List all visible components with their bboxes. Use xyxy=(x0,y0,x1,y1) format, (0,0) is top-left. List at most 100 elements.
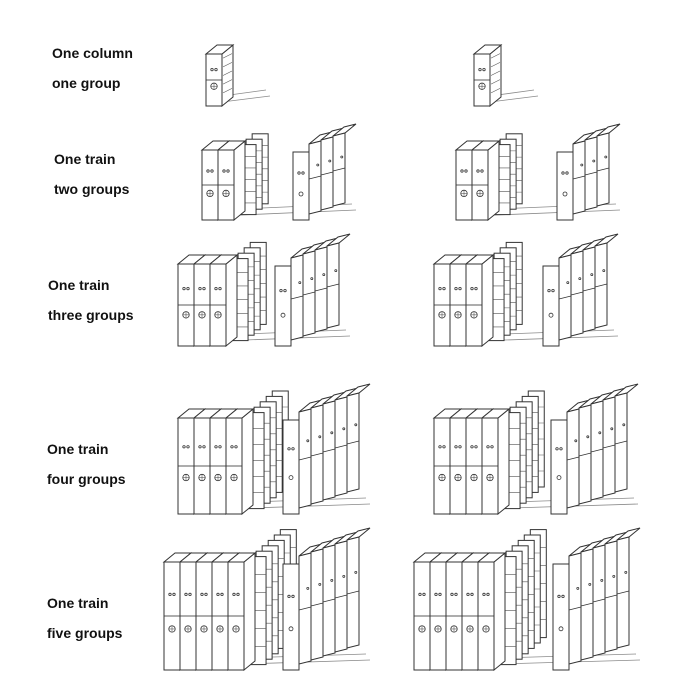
lock-dot xyxy=(210,67,214,72)
lock-dot xyxy=(220,592,224,597)
lock-dot xyxy=(214,286,218,291)
lock-dot xyxy=(342,575,346,578)
lock-dot xyxy=(354,571,358,574)
block-divider xyxy=(572,175,586,180)
lock-dot xyxy=(486,445,490,449)
shelving-unit-row3-right xyxy=(432,233,619,348)
lock-dot xyxy=(438,286,442,291)
row-label-2: One train two groups xyxy=(54,144,129,204)
lock-dot xyxy=(232,592,236,597)
lock-dot xyxy=(188,592,192,597)
block-divider xyxy=(592,598,606,603)
lock-dot xyxy=(600,579,604,582)
lock-dot xyxy=(482,67,486,72)
column-side-panel xyxy=(241,407,254,516)
block-divider xyxy=(582,287,596,292)
lock-dot xyxy=(279,288,283,293)
block-divider xyxy=(566,456,580,461)
lock-dot xyxy=(340,155,344,159)
lock-dot xyxy=(442,445,446,449)
lock-dot xyxy=(222,169,226,173)
shelf-line xyxy=(490,88,501,94)
lock-dot xyxy=(206,169,210,173)
lock-dot xyxy=(622,423,626,427)
lock-dot xyxy=(301,171,305,175)
block-divider xyxy=(346,440,360,445)
block-divider xyxy=(616,590,630,595)
lock-dot xyxy=(291,594,295,599)
lock-dot xyxy=(586,435,590,439)
lock-dot xyxy=(592,159,596,163)
handle-dot xyxy=(280,312,286,318)
lock-dot xyxy=(297,171,301,175)
handle-dot xyxy=(288,475,294,480)
lock-dot xyxy=(590,273,594,276)
lock-dot xyxy=(218,445,222,449)
shelf-line xyxy=(490,70,501,76)
lock-dot xyxy=(216,592,220,597)
lock-dot xyxy=(602,269,606,272)
lock-dot xyxy=(434,592,438,597)
shelf-line xyxy=(222,53,233,59)
row-label-4-line-1: One train xyxy=(47,441,109,457)
handle-dot xyxy=(558,626,564,632)
column-side-panel xyxy=(233,139,246,222)
lock-dot xyxy=(184,592,188,597)
lock-dot xyxy=(202,286,206,291)
block-divider xyxy=(334,594,348,599)
lock-dot xyxy=(588,583,592,586)
lock-dot xyxy=(578,277,582,280)
handle-dot xyxy=(288,626,294,632)
lock-dot xyxy=(200,592,204,597)
lock-dot xyxy=(182,445,186,449)
block-divider xyxy=(290,295,304,300)
block-divider xyxy=(310,452,324,457)
lock-dot xyxy=(490,445,494,449)
lock-dot xyxy=(287,447,291,451)
block-end-panel xyxy=(550,419,568,515)
lock-dot xyxy=(287,594,291,599)
shelving-unit-row4-left xyxy=(176,383,371,516)
lock-dot xyxy=(470,445,474,449)
block-divider xyxy=(578,452,592,457)
lock-dot xyxy=(604,155,608,159)
row-label-5: One train five groups xyxy=(47,588,122,648)
lock-dot xyxy=(306,439,310,443)
block-end-panel xyxy=(282,419,300,515)
column-side-panel xyxy=(481,253,494,348)
lock-dot xyxy=(298,281,302,284)
row-label-1: One column one group xyxy=(52,38,133,98)
lock-dot xyxy=(559,447,563,451)
block-divider xyxy=(322,448,336,453)
lock-dot xyxy=(460,169,464,173)
lock-dot xyxy=(458,445,462,449)
lock-dot xyxy=(574,439,578,443)
lock-dot xyxy=(316,163,320,167)
lock-dot xyxy=(561,171,565,175)
lock-dot xyxy=(464,169,468,173)
handle-dot xyxy=(556,475,562,480)
row-label-1-line-2: one group xyxy=(52,75,121,91)
lock-dot xyxy=(291,447,295,451)
block-divider xyxy=(614,440,628,445)
lock-dot xyxy=(226,169,230,173)
lock-dot xyxy=(482,592,486,597)
row-label-3-line-1: One train xyxy=(48,277,110,293)
handle-dot xyxy=(548,312,554,318)
block-divider xyxy=(320,171,334,176)
lock-dot xyxy=(470,592,474,597)
lock-dot xyxy=(334,269,338,272)
block-divider xyxy=(310,602,324,607)
block-divider xyxy=(334,444,348,449)
lock-dot xyxy=(198,286,202,291)
block-divider xyxy=(314,287,328,292)
lock-dot xyxy=(486,592,490,597)
block-divider xyxy=(584,171,598,176)
lock-dot xyxy=(318,583,322,586)
lock-dot xyxy=(354,423,358,427)
block-divider xyxy=(596,167,610,172)
column-side-panel xyxy=(493,551,506,672)
row-label-4-line-2: four groups xyxy=(47,471,126,487)
shelving-unit-row2-left xyxy=(200,123,357,222)
lock-dot xyxy=(210,169,214,173)
